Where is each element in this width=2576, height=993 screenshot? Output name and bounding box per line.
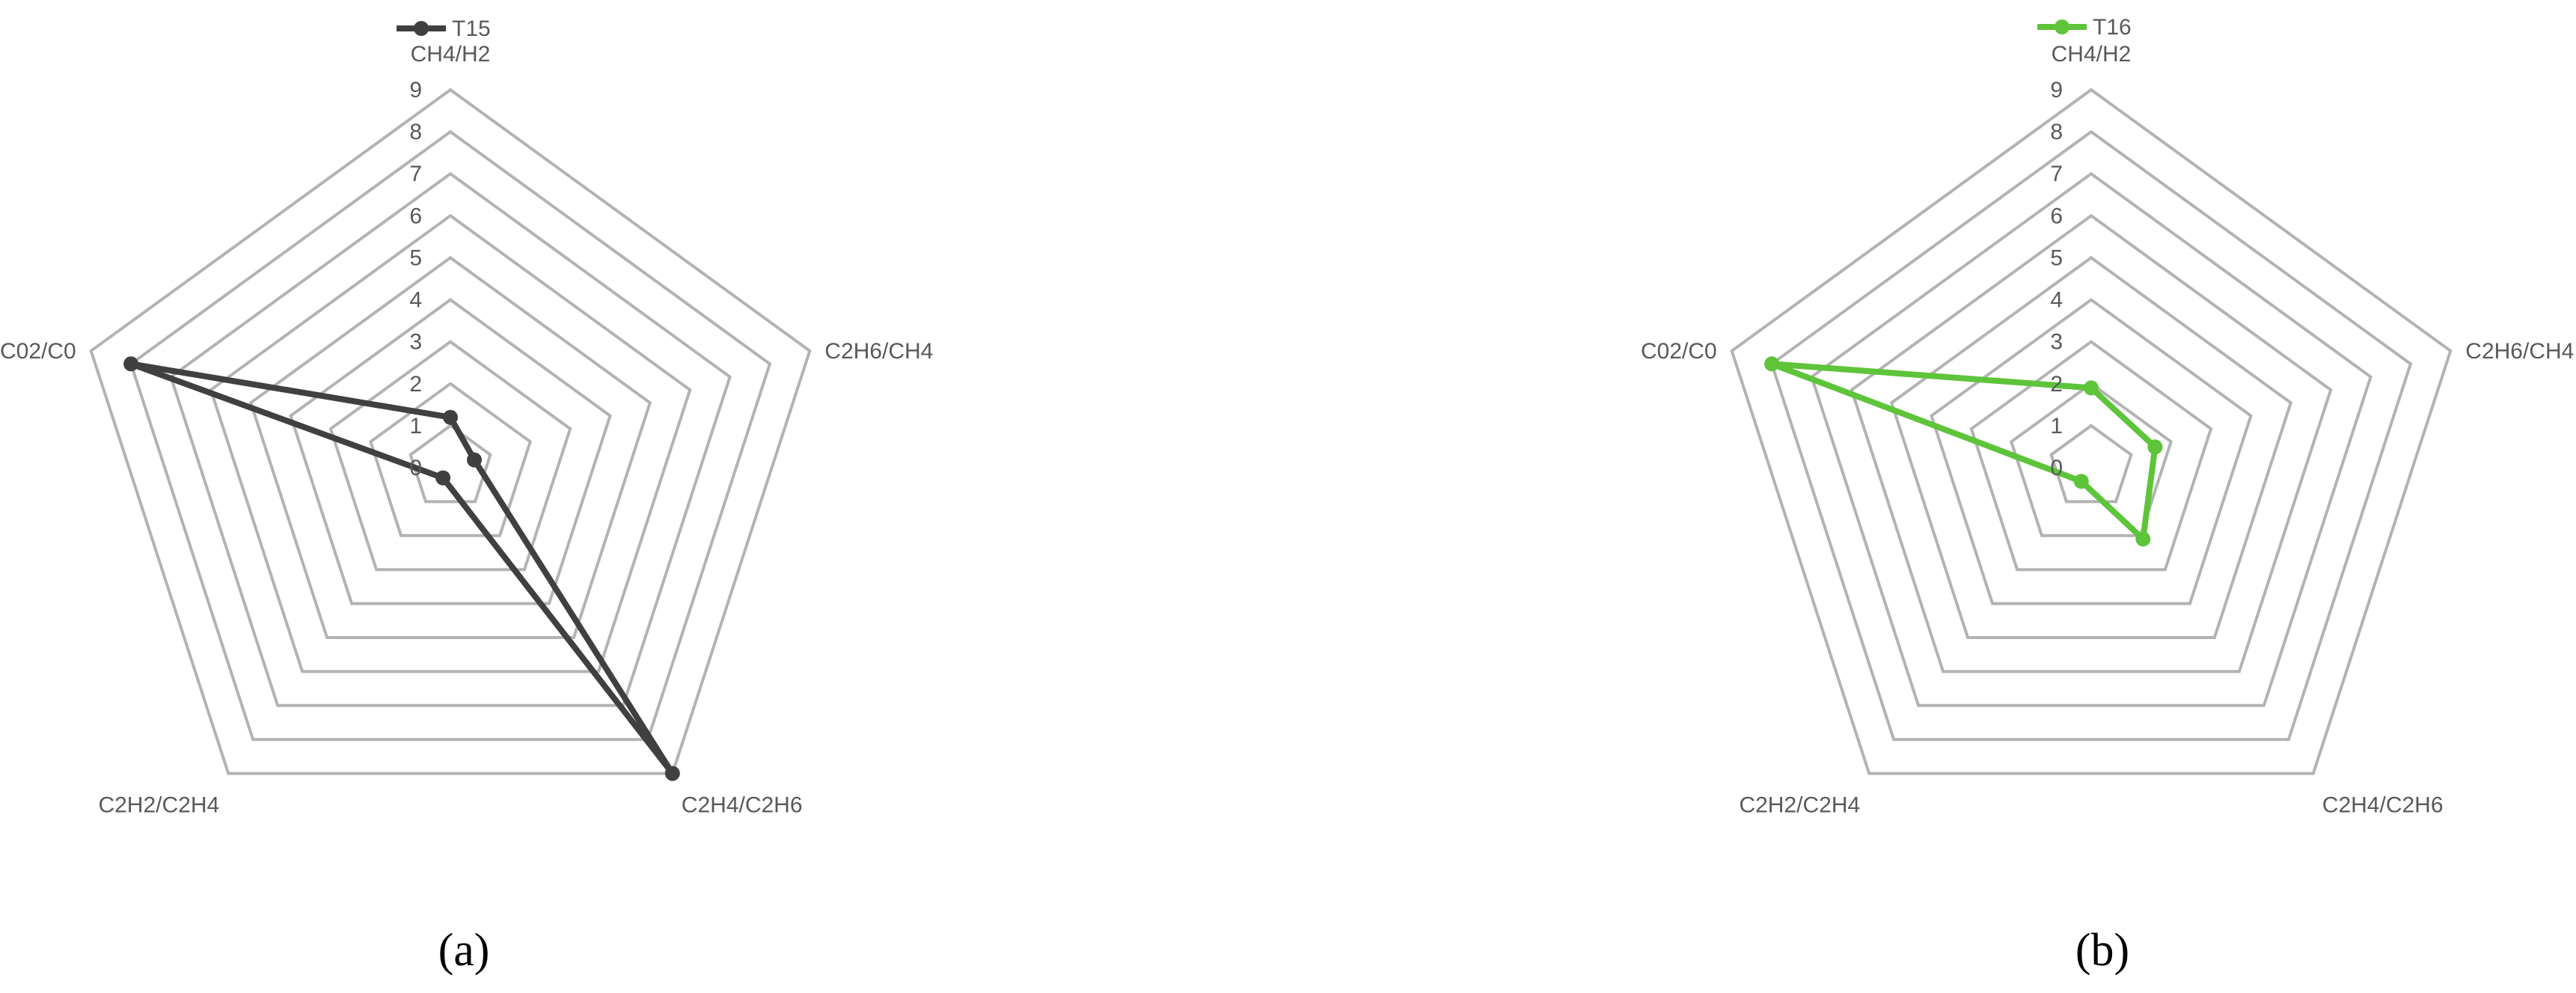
radial-ticks-b: 0 1 2 3 4 5 6 7 8 9 [2050, 78, 2063, 480]
series-line-t16 [1769, 361, 2159, 543]
tick-label-6: 6 [2050, 204, 2063, 228]
grid-ring-6 [209, 213, 692, 673]
tick-label-3: 3 [409, 330, 422, 355]
grid-ring-9 [1730, 88, 2453, 775]
grid-ring-6 [1850, 213, 2333, 673]
grid-ring-4 [1930, 298, 2253, 605]
legend-marker-t15 [414, 21, 429, 36]
axis-label-c02-c0: C02/C0 [1641, 339, 1717, 364]
legend-b: T16 [2037, 15, 2132, 40]
axis-label-c2h2-c2h4: C2H2/C2H4 [1739, 793, 1860, 818]
radar-series-a [123, 356, 680, 781]
tick-label-4: 4 [409, 288, 422, 313]
tick-label-5: 5 [2050, 245, 2063, 270]
tick-label-9: 9 [2050, 78, 2063, 103]
series-line-t15 [128, 361, 676, 777]
tick-label-5: 5 [409, 245, 422, 270]
data-point-t15-c2h2-c2h4 [435, 470, 451, 486]
tick-label-0: 0 [2050, 456, 2063, 480]
axis-label-c02-c0: C02/C0 [0, 339, 76, 364]
tick-label-9: 9 [409, 78, 422, 103]
legend-label-t15: T15 [452, 16, 491, 41]
caption-a: (a) [438, 925, 490, 976]
axis-label-c2h4-c2h6: C2H4/C2H6 [2322, 793, 2444, 818]
tick-label-7: 7 [409, 162, 422, 186]
legend-label-t16: T16 [2093, 15, 2132, 40]
data-point-t15-c2h4-c2h6 [664, 766, 680, 781]
tick-label-2: 2 [2050, 372, 2063, 397]
axis-label-c2h6-ch4: C2H6/CH4 [824, 339, 933, 364]
radar-series-b [1764, 356, 2163, 547]
axis-label-c2h2-c2h4: C2H2/C2H4 [98, 793, 219, 818]
axis-label-ch4-h2: CH4/H2 [411, 42, 491, 67]
tick-label-8: 8 [2050, 120, 2063, 144]
grid-ring-5 [248, 255, 652, 639]
data-point-t16-c02-c0 [1764, 356, 1780, 372]
data-point-t16-c2h4-c2h6 [2135, 531, 2151, 547]
grid-ring-2 [368, 382, 533, 537]
axis-label-ch4-h2: CH4/H2 [2052, 42, 2132, 67]
legend-a: T15 [397, 16, 491, 41]
grid-ring-8 [129, 129, 772, 742]
tick-label-0: 0 [409, 456, 422, 480]
tick-label-2: 2 [409, 372, 422, 397]
data-point-t15-c02-c0 [123, 356, 139, 372]
radar-grid-a [89, 88, 812, 775]
grid-ring-2 [2009, 382, 2173, 537]
grid-ring-1 [2049, 424, 2133, 504]
tick-label-6: 6 [409, 204, 422, 228]
grid-ring-5 [1889, 255, 2293, 639]
grid-ring-1 [409, 424, 492, 504]
data-point-t16-c2h2-c2h4 [2073, 474, 2089, 489]
grid-ring-7 [1810, 171, 2372, 707]
grid-ring-3 [328, 340, 572, 572]
grid-ring-7 [169, 171, 732, 707]
tick-label-1: 1 [2050, 414, 2063, 439]
grid-ring-3 [1969, 340, 2213, 572]
tick-label-3: 3 [2050, 330, 2063, 355]
tick-label-7: 7 [2050, 162, 2063, 186]
data-point-t15-ch4-h2 [443, 409, 458, 425]
data-point-t15-c2h6-ch4 [467, 452, 482, 468]
tick-label-4: 4 [2050, 288, 2063, 313]
legend-marker-t16 [2055, 19, 2069, 34]
radar-grid-b [1730, 88, 2453, 775]
data-point-t16-c2h6-ch4 [2147, 439, 2163, 455]
data-point-t16-ch4-h2 [2084, 380, 2099, 396]
radial-ticks-a: 0 1 2 3 4 5 6 7 8 9 [409, 78, 422, 480]
tick-label-8: 8 [409, 120, 422, 144]
axis-label-c2h4-c2h6: C2H4/C2H6 [682, 793, 803, 818]
axis-label-c2h6-ch4: C2H6/CH4 [2465, 339, 2574, 364]
grid-ring-9 [89, 88, 812, 775]
grid-ring-8 [1769, 129, 2413, 742]
caption-b: (b) [2075, 925, 2129, 976]
tick-label-1: 1 [409, 414, 422, 439]
